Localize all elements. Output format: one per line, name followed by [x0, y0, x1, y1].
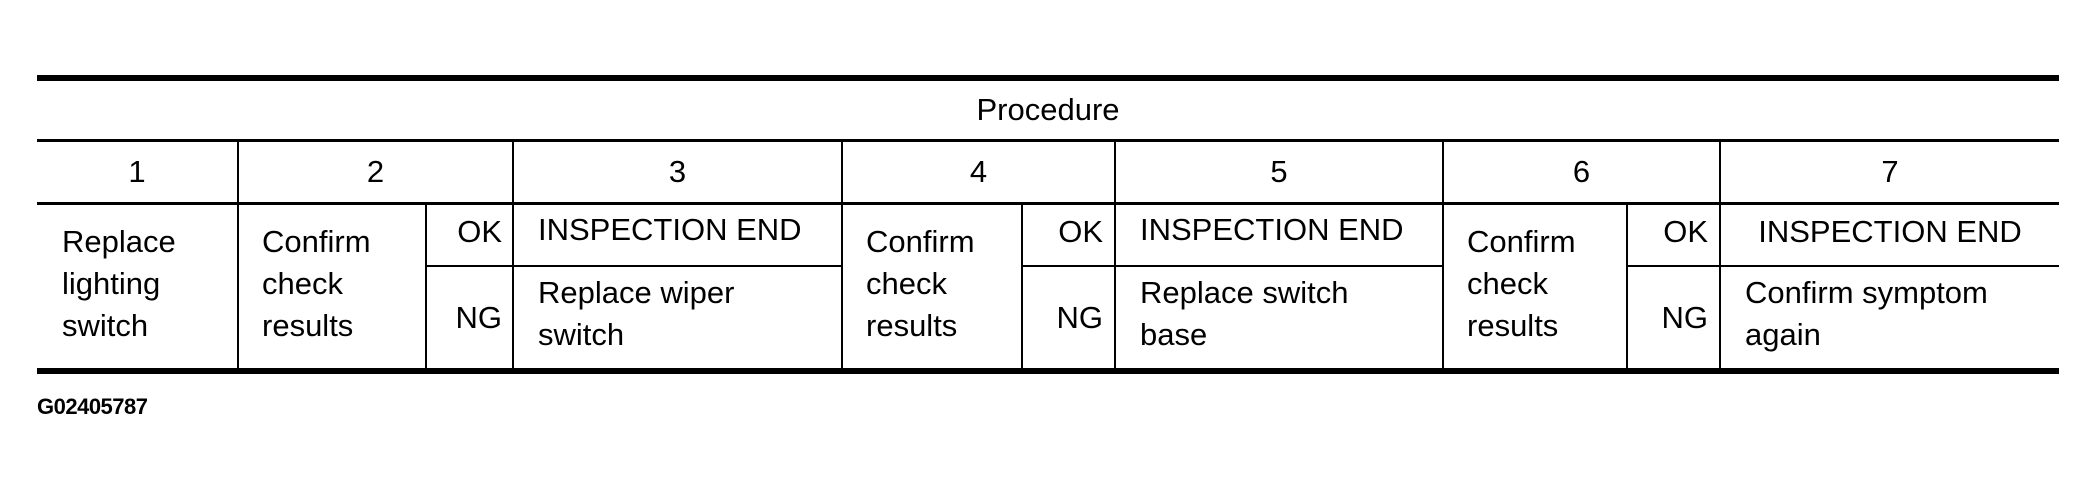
- step-number-cell: 1: [37, 142, 237, 202]
- divider: [1442, 142, 1444, 202]
- ng-label: NG: [455, 299, 503, 335]
- divider: [512, 142, 514, 368]
- step-number: 5: [1270, 154, 1288, 189]
- table-title: Procedure: [976, 92, 1120, 127]
- divider: [841, 205, 843, 368]
- ok-result: INSPECTION END: [1758, 214, 2022, 249]
- step-action: Confirm check results: [866, 224, 975, 343]
- ng-result: Replace switch base: [1140, 275, 1349, 352]
- divider: [1719, 142, 1721, 368]
- step-number: 4: [969, 154, 988, 189]
- step-number: 6: [1572, 154, 1591, 189]
- step-number: 2: [366, 154, 385, 189]
- divider: [1442, 205, 1444, 368]
- figure-id: G02405787: [37, 394, 148, 419]
- step-number: 7: [1881, 154, 1899, 189]
- title-row-rule: [37, 139, 2059, 142]
- ok-label: OK: [1058, 214, 1103, 249]
- divider: [1114, 142, 1116, 368]
- step-action: Replace lighting switch: [62, 224, 176, 343]
- step-number-cell: 7: [1721, 142, 2059, 202]
- step-number: 3: [668, 154, 687, 189]
- ng-label-cell: NG: [427, 267, 503, 368]
- ok-ng-split-step6: [1627, 265, 2059, 267]
- ok-result: INSPECTION END: [1140, 212, 1404, 247]
- table-title-cell: Procedure: [37, 81, 2059, 139]
- ok-label-cell: OK: [1628, 205, 1708, 259]
- ok-result: INSPECTION END: [538, 212, 802, 247]
- table-bottom-rule: [37, 368, 2059, 374]
- step-number-cell: 6: [1444, 142, 1719, 202]
- ok-label-cell: OK: [427, 205, 502, 259]
- divider: [237, 142, 239, 368]
- step-action: Confirm check results: [1467, 224, 1576, 343]
- ok-ng-split-step2: [426, 265, 842, 267]
- ng-label: NG: [1661, 299, 1709, 335]
- table-top-rule: [37, 75, 2059, 81]
- step-number-cell: 2: [239, 142, 512, 202]
- ok-label: OK: [1663, 214, 1708, 249]
- divider: [1021, 205, 1023, 368]
- ng-label-cell: NG: [1023, 267, 1104, 368]
- step-number-cell: 3: [514, 142, 841, 202]
- ok-result-cell: INSPECTION END: [1721, 205, 2059, 259]
- ok-ng-split-step4: [1022, 265, 1443, 267]
- step-number-cell: 5: [1116, 142, 1442, 202]
- divider: [841, 142, 843, 202]
- number-row-rule: [37, 202, 2059, 205]
- ng-label: NG: [1056, 299, 1104, 335]
- divider: [425, 205, 427, 368]
- step-number: 1: [128, 154, 146, 189]
- step-action: Confirm check results: [262, 224, 371, 343]
- ok-label: OK: [457, 214, 502, 249]
- ok-label-cell: OK: [1023, 205, 1103, 259]
- ng-result: Confirm symptom again: [1745, 275, 1988, 352]
- step-number-cell: 4: [843, 142, 1114, 202]
- ng-label-cell: NG: [1628, 267, 1709, 368]
- divider: [1626, 205, 1628, 368]
- ng-result: Replace wiper switch: [538, 275, 735, 352]
